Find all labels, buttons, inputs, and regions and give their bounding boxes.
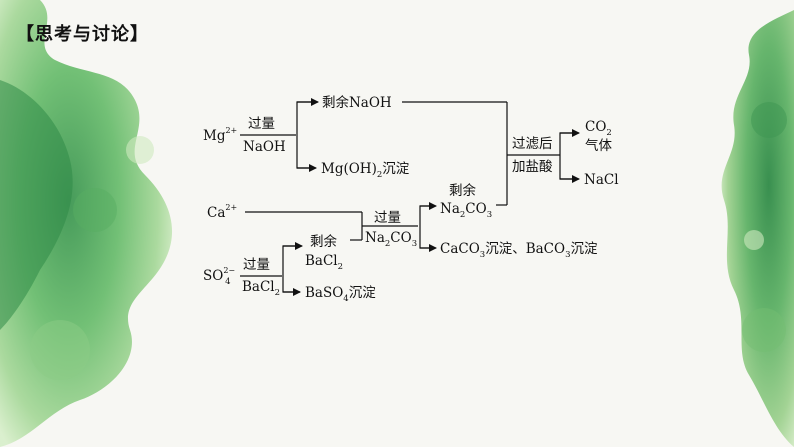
co2-gas-label: 气体 <box>585 138 613 154</box>
step4-reagent-top: 过滤后 <box>512 136 553 152</box>
step2-reagent-top: 过量 <box>243 257 270 273</box>
excess-naoh-label: 剩余NaOH <box>322 94 392 111</box>
co2-formula: CO2 <box>585 119 612 138</box>
step3-reagent-bottom: Na2CO3 <box>365 230 417 249</box>
so4-branch-bracket <box>282 245 300 293</box>
mg-branch-bracket <box>296 101 314 169</box>
step3-reagent-top: 过量 <box>374 210 401 226</box>
mgoh2-precipitate-label: Mg(OH)2沉淀 <box>321 161 410 180</box>
excess-na2co3-top: 剩余 <box>449 182 476 199</box>
right-watercolor-decoration <box>721 10 794 447</box>
excess-na2co3-formula: Na2CO3 <box>440 201 492 220</box>
mg-ion-label: Mg2+ <box>203 126 237 144</box>
left-watercolor-decoration <box>0 0 173 447</box>
ca-ion-label: Ca2+ <box>207 203 237 221</box>
section-title: 【思考与讨论】 <box>16 24 149 45</box>
carbonate-precipitate-label: CaCO3沉淀、BaCO3沉淀 <box>440 241 598 260</box>
filter-branch-bracket <box>559 132 576 180</box>
step2-reagent-bottom: BaCl2 <box>242 279 280 298</box>
excess-bacl2-formula: BaCl2 <box>305 253 343 272</box>
step4-reagent-bottom: 加盐酸 <box>512 159 553 175</box>
nacl-label: NaCl <box>584 172 619 188</box>
excess-bacl2-top: 剩余 <box>310 233 337 250</box>
step1-reagent-top: 过量 <box>248 116 275 132</box>
so4-ion-label: SO2−4 <box>203 266 235 287</box>
step1-reagent-bottom: NaOH <box>243 139 286 155</box>
na2co3-branch-bracket <box>419 205 434 249</box>
baso4-precipitate-label: BaSO4沉淀 <box>305 285 376 304</box>
